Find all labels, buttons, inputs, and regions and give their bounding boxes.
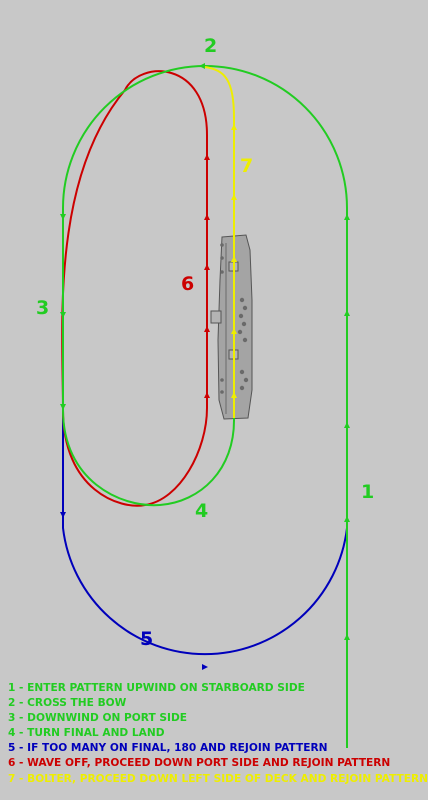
carrier-pattern-diagram: 1 2 3 4 5 6 7 — [36, 35, 374, 748]
carrier-island — [210, 310, 222, 324]
path-green-arrows — [60, 63, 350, 640]
label-5: 5 — [140, 628, 153, 650]
legend-item-3: 3 - DOWNWIND ON PORT SIDE — [8, 712, 187, 725]
parked-aircraft — [220, 243, 249, 394]
path-5-arrows — [60, 512, 208, 670]
path-7-arrows — [231, 124, 237, 398]
label-4: 4 — [195, 500, 208, 522]
label-6: 6 — [181, 273, 194, 295]
aircraft-carrier — [210, 234, 253, 420]
path-6-arrows — [204, 154, 210, 398]
label-2: 2 — [204, 35, 217, 57]
label-3: 3 — [36, 297, 49, 319]
legend: 1 - ENTER PATTERN UPWIND ON STARBOARD SI… — [8, 681, 428, 787]
legend-item-1: 1 - ENTER PATTERN UPWIND ON STARBOARD SI… — [8, 682, 305, 694]
label-1: 1 — [361, 481, 374, 503]
path-7-yellow — [204, 66, 235, 418]
legend-item-2: 2 - CROSS THE BOW — [8, 697, 127, 710]
path-1-4-green — [62, 65, 348, 748]
path-5-blue — [62, 410, 348, 656]
legend-item-6: 6 - WAVE OFF, PROCEED DOWN PORT SIDE AND… — [8, 757, 391, 770]
label-7: 7 — [240, 155, 253, 177]
legend-item-7: 7 - BOLTER, PROCEED DOWN LEFT SIDE OF DE… — [8, 772, 428, 785]
legend-item-4: 4 - TURN FINAL AND LAND — [8, 727, 165, 740]
legend-item-5: 5 - IF TOO MANY ON FINAL, 180 AND REJOIN… — [8, 742, 328, 755]
